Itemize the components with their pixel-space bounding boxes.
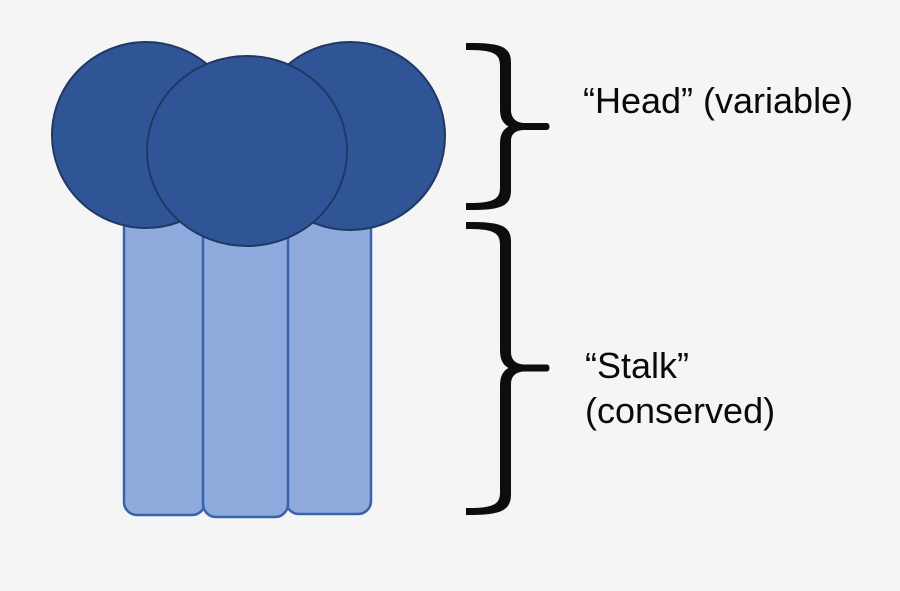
head-brace xyxy=(466,42,550,211)
braces xyxy=(466,42,550,516)
head-middle xyxy=(146,55,348,247)
stalk-right xyxy=(284,213,373,516)
stalk-label-line1: “Stalk” xyxy=(585,345,690,386)
stalk-label: “Stalk”(conserved) xyxy=(585,343,775,433)
head-label: “Head” (variable) xyxy=(583,80,854,121)
stalk-brace xyxy=(466,221,550,516)
stalk-label-line2: (conserved) xyxy=(585,390,776,431)
stalk-left xyxy=(122,213,207,517)
stalk-middle xyxy=(201,213,290,519)
head-group xyxy=(51,41,446,247)
stalk-group xyxy=(122,213,373,519)
